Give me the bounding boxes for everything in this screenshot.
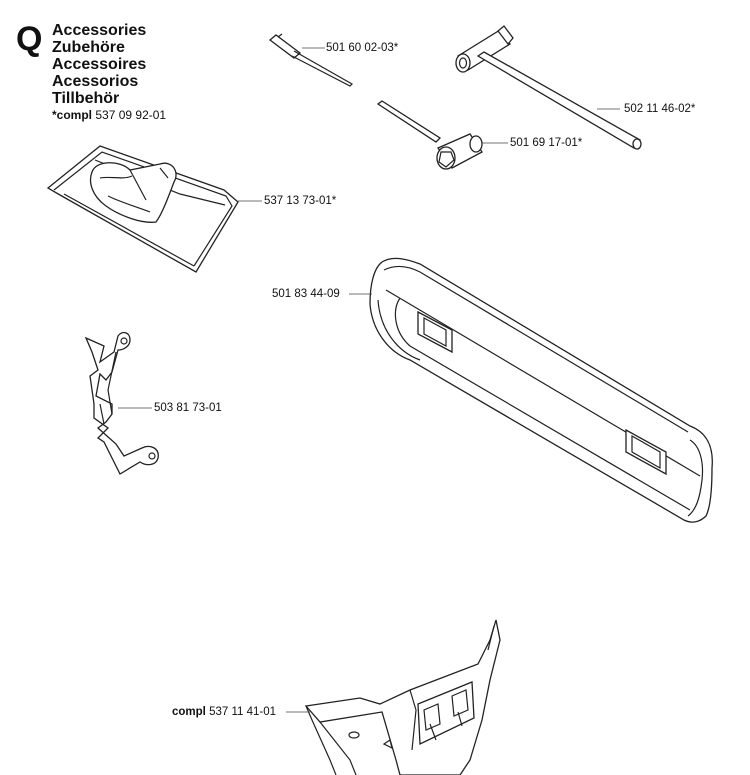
bar-guard-drawing [349, 257, 713, 523]
kit-prefix: *compl [52, 108, 93, 122]
tool-pouch-drawing [46, 145, 262, 273]
part-label-501-60-02-03: 501 60 02-03* [326, 42, 399, 54]
title-swedish: Tillbehör [52, 90, 120, 107]
sprocket-cover-drawing [286, 619, 501, 775]
section-letter: Q [16, 20, 43, 58]
part-label-537-13-73-01: 537 13 73-01* [264, 195, 337, 207]
title-french: Accessoires [52, 56, 147, 73]
kit-number-value: 537 09 92-01 [95, 108, 167, 122]
section-titles: Accessories Zubehöre Accessoires Acessor… [52, 22, 146, 107]
screwdriver-drawing [268, 33, 353, 87]
part-label-501-69-17-01: 501 69 17-01* [510, 137, 583, 149]
bumper-spike-drawing [84, 331, 159, 475]
part-label-502-11-46-02: 502 11 46-02* [624, 103, 696, 115]
part-label-537-11-41-01: compl 537 11 41-01 [172, 706, 276, 719]
part-label-501-83-44-09: 501 83 44-09 [272, 288, 340, 300]
t-wrench-drawing [455, 25, 642, 150]
part-label-compl-prefix: compl [172, 706, 206, 718]
kit-number: *compl 537 09 92-01 [52, 108, 166, 122]
title-spanish: Acessorios [52, 73, 139, 90]
part-label-compl-number: 537 11 41-01 [209, 706, 277, 718]
title-english: Accessories [52, 22, 147, 39]
plug-wrench-drawing [376, 100, 508, 170]
part-label-503-81-73-01: 503 81 73-01 [154, 402, 222, 414]
title-german: Zubehöre [52, 39, 125, 56]
